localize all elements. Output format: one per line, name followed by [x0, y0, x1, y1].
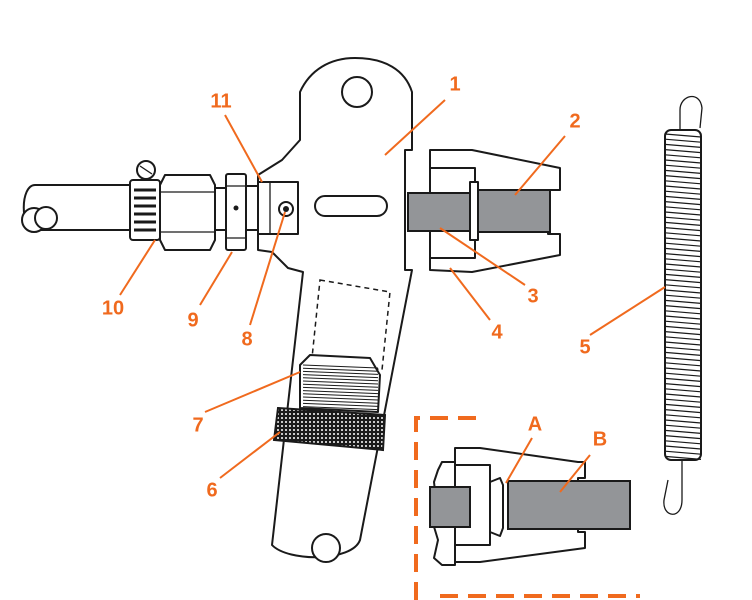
- label-3: 3: [527, 285, 538, 307]
- label-9: 9: [187, 309, 198, 331]
- label-b: B: [593, 428, 607, 450]
- label-2: 2: [569, 110, 580, 132]
- hex-nut: [159, 174, 216, 251]
- label-7: 7: [192, 414, 203, 436]
- slot: [314, 195, 388, 217]
- label-6: 6: [206, 479, 217, 501]
- leader-lines: [119, 99, 666, 493]
- threaded-nut: [299, 354, 381, 413]
- mounting-hole: [341, 76, 373, 108]
- label-1: 1: [449, 73, 460, 95]
- label-4: 4: [491, 321, 503, 343]
- label-11: 11: [210, 90, 231, 112]
- label-a: A: [528, 413, 542, 435]
- hidden-outline: [311, 279, 391, 371]
- detail-inset: [414, 416, 640, 600]
- knurled-knob: [272, 406, 387, 452]
- label-10: 10: [102, 297, 124, 319]
- label-8: 8: [241, 328, 252, 350]
- tool-body: [257, 57, 413, 563]
- label-5: 5: [579, 336, 590, 358]
- hose-assembly: [21, 160, 299, 251]
- tension-spring: [663, 95, 703, 515]
